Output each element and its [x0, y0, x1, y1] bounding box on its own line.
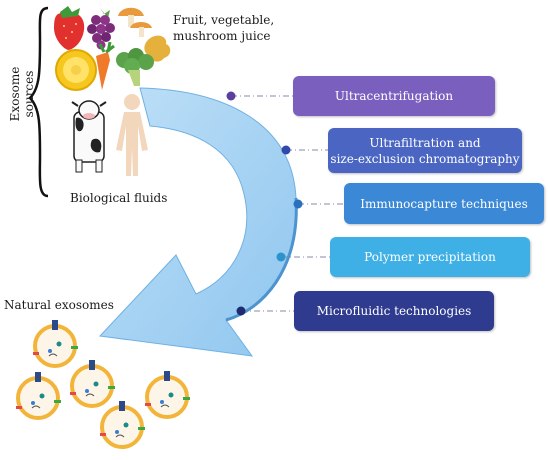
broccoli-icon	[116, 48, 154, 86]
method-box-ultrafiltration: Ultrafiltration and size-exclusion chrom…	[328, 128, 522, 173]
exosome-icon	[70, 360, 115, 408]
connector-microfluidic	[236, 306, 294, 316]
method-box-immunocapture: Immunocapture techniques	[344, 183, 544, 224]
carrot-icon	[96, 41, 115, 90]
method-label: Microfluidic technologies	[316, 304, 472, 318]
connector-immunocapture	[293, 199, 344, 209]
method-label: Immunocapture techniques	[360, 196, 528, 211]
connector-ultracentrifugation	[226, 91, 293, 101]
method-box-microfluidic: Microfluidic technologies	[294, 291, 494, 331]
exosome-icon	[145, 371, 190, 419]
fruit-juice-label: Fruit, vegetable, mushroom juice	[173, 12, 274, 44]
connector-polymer	[276, 252, 330, 262]
natural-exosomes-label: Natural exosomes	[4, 298, 114, 312]
cow-icon	[71, 100, 107, 173]
exosome-sources-label: Exosome sources	[8, 66, 36, 122]
mushroom-icon	[118, 7, 152, 37]
exosome-icon	[33, 320, 78, 368]
biological-fluids-label: Biological fluids	[70, 191, 168, 205]
fruit-label-line2: mushroom juice	[173, 29, 271, 43]
pineapple-icon	[55, 49, 97, 91]
method-box-polymer-precipitation: Polymer precipitation	[330, 237, 530, 277]
exosome-icon	[16, 372, 61, 420]
method-box-ultracentrifugation: Ultracentrifugation	[293, 76, 495, 116]
exosome-icon	[100, 401, 145, 449]
human-body-icon	[116, 94, 148, 176]
method-label: Ultracentrifugation	[334, 89, 454, 103]
method-label: Polymer precipitation	[364, 250, 496, 264]
method-label-line2: size-exclusion chromatography	[330, 151, 520, 166]
strawberry-icon	[54, 6, 85, 50]
ginger-icon	[144, 35, 171, 62]
process-arrow	[98, 87, 298, 357]
connector-ultrafiltration	[281, 145, 328, 155]
curly-brace	[28, 6, 49, 198]
method-label-line1: Ultrafiltration and	[369, 135, 481, 150]
fruit-label-line1: Fruit, vegetable,	[173, 13, 275, 27]
